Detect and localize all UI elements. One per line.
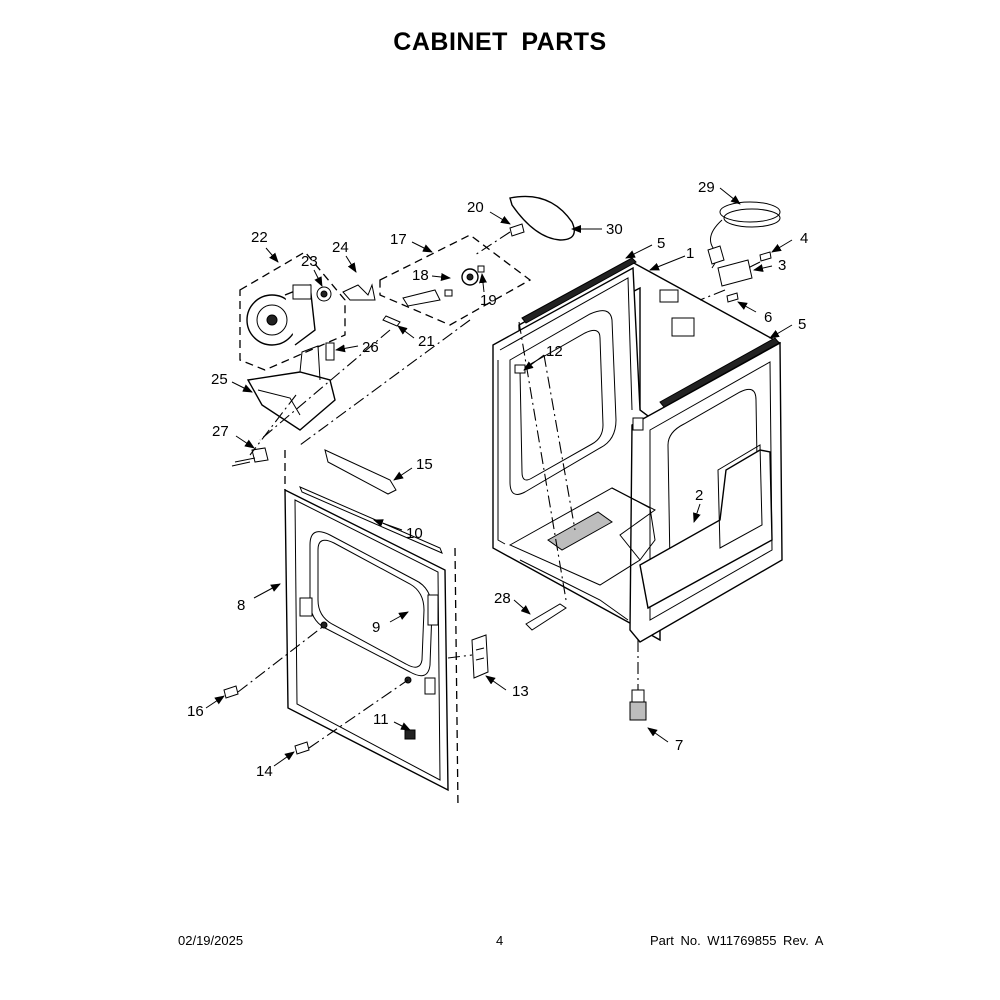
drive-belt	[509, 195, 575, 241]
callout-21: 21	[418, 333, 435, 350]
callout-30: 30	[606, 221, 623, 238]
strain-relief	[717, 259, 753, 287]
power-cord	[707, 201, 781, 269]
callout-2: 2	[695, 487, 703, 504]
cabinet	[492, 257, 783, 643]
screw	[509, 223, 525, 237]
screw-6	[726, 292, 739, 303]
wire-harness	[324, 449, 397, 495]
callout-6: 6	[764, 309, 772, 326]
motor-bracket	[342, 283, 376, 301]
callout-27: 27	[212, 423, 229, 440]
callout-5b: 5	[798, 316, 806, 333]
callout-16: 16	[187, 703, 204, 720]
leveling-leg	[629, 689, 647, 721]
page-title: CABINET PARTS	[393, 28, 607, 56]
callout-23: 23	[301, 253, 318, 270]
callout-17: 17	[390, 231, 407, 248]
callout-arrows	[205, 187, 793, 767]
callout-9: 9	[372, 619, 380, 636]
callout-22: 22	[251, 229, 268, 246]
callout-10: 10	[406, 525, 423, 542]
callout-15: 15	[416, 456, 433, 473]
footer-date: 02/19/2025	[178, 933, 244, 948]
screw-16	[223, 685, 239, 699]
footer-part-number: Part No. W11769855 Rev. A	[650, 933, 824, 948]
screw-4	[759, 251, 772, 262]
callout-29: 29	[698, 179, 715, 196]
callout-3: 3	[778, 257, 786, 274]
callout-5a: 5	[657, 235, 665, 252]
callout-13: 13	[512, 683, 529, 700]
footer-page-number: 4	[496, 933, 504, 948]
callout-14: 14	[256, 763, 273, 780]
callout-19: 19	[480, 292, 497, 309]
callout-25: 25	[211, 371, 228, 388]
motor-screw	[325, 342, 335, 361]
callout-24: 24	[332, 239, 349, 256]
callout-18: 18	[412, 267, 429, 284]
callout-12: 12	[546, 343, 563, 360]
callout-28: 28	[494, 590, 511, 607]
callout-26: 26	[362, 339, 379, 356]
callout-1: 1	[686, 245, 694, 262]
door-switch	[471, 634, 489, 679]
callout-7: 7	[675, 737, 683, 754]
callout-11: 11	[373, 711, 389, 728]
front-panel-seal	[299, 486, 443, 554]
wire-clip	[525, 603, 567, 631]
callout-20: 20	[467, 199, 484, 216]
callout-8: 8	[237, 597, 245, 614]
front-panel	[284, 488, 449, 792]
idler-assembly	[379, 234, 532, 327]
screw-14	[294, 741, 310, 755]
callout-labels: 1 2 3 4 5 5 6 7 8 9 10 11 12 13 14 15 16…	[187, 179, 808, 780]
callout-4: 4	[800, 230, 808, 247]
motor-assembly	[239, 251, 346, 371]
